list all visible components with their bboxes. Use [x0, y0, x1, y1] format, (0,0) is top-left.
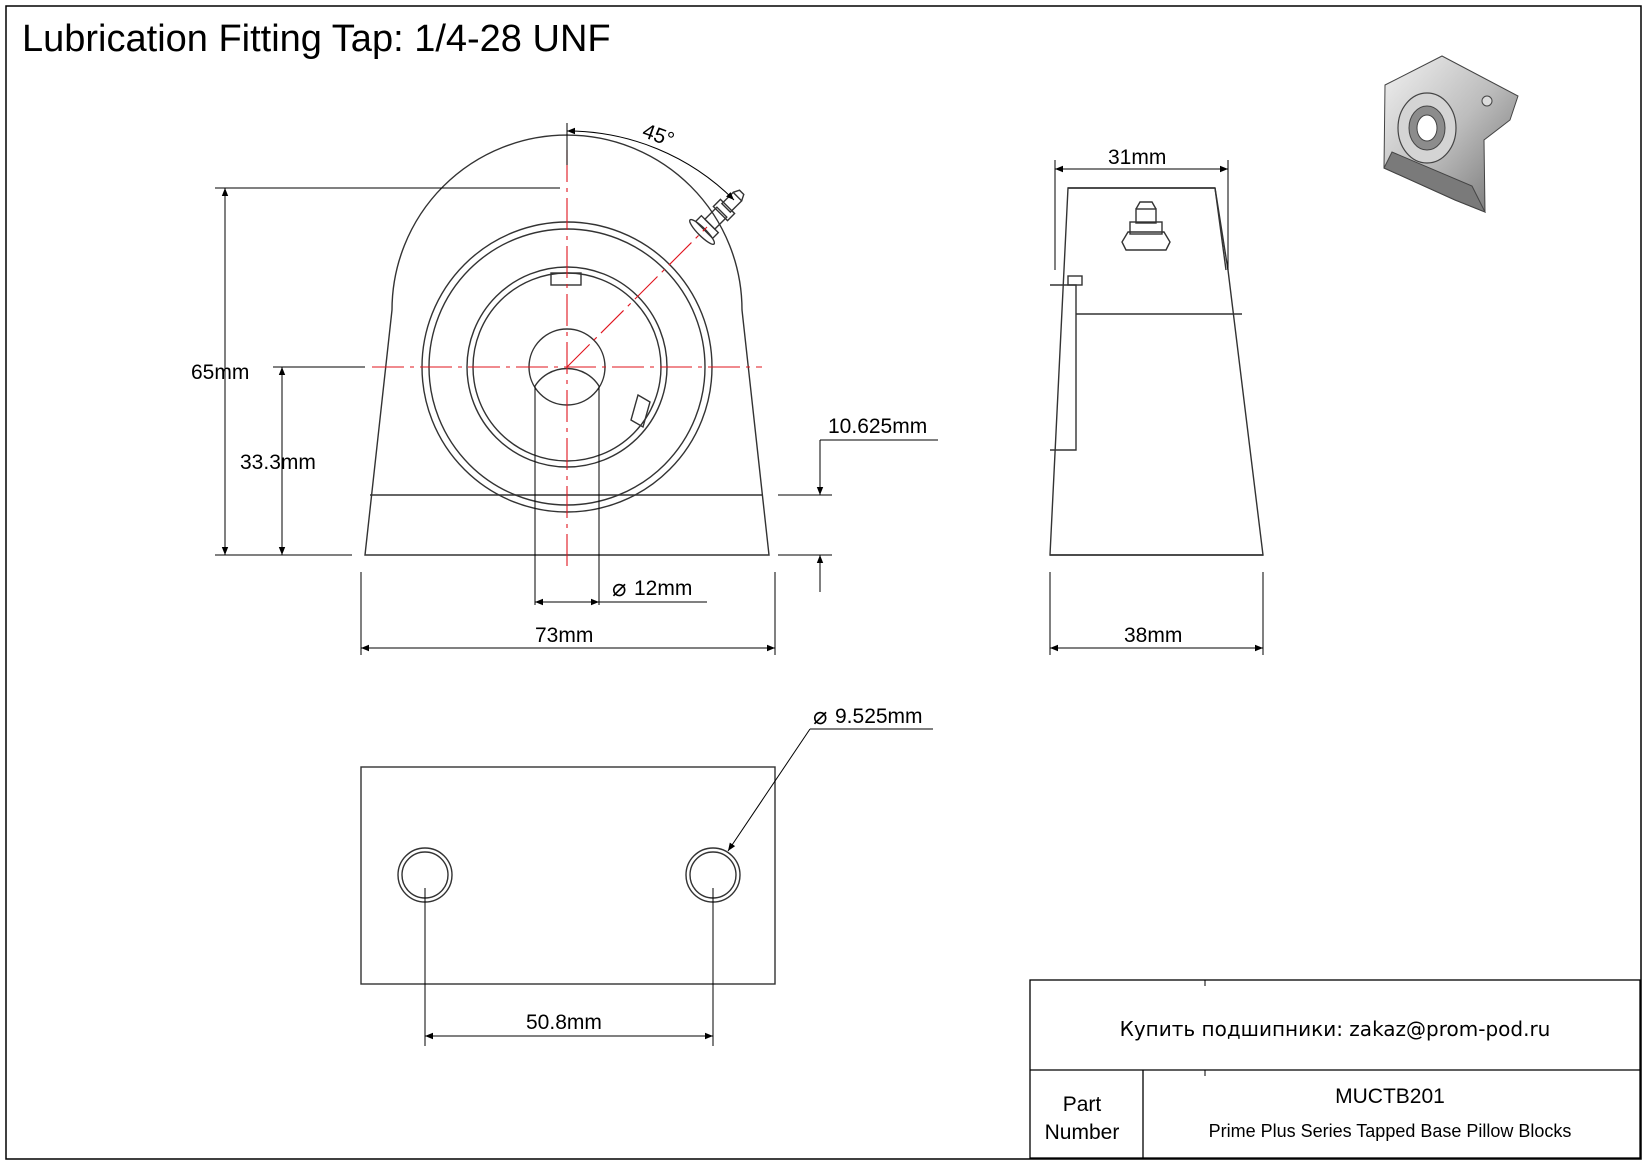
base-rectangle [360, 766, 776, 985]
title-block [1029, 979, 1641, 1159]
part-description: Prime Plus Series Tapped Base Pillow Blo… [1209, 1121, 1572, 1141]
contact-line: Купить подшипники: zakaz@prom-pod.ru [1120, 1017, 1551, 1041]
dim-side-bottom: 38mm [1124, 624, 1182, 647]
drawing-title: Lubrication Fitting Tap: 1/4-28 UNF [22, 18, 611, 60]
bottom-dimensions [424, 728, 933, 1046]
side-outline [1049, 187, 1264, 556]
dim-side-top: 31mm [1108, 146, 1166, 169]
sheet-border [5, 5, 1642, 1160]
part-number: MUCTB201 [1335, 1085, 1445, 1108]
side-grease-fitting [1121, 201, 1171, 251]
dim-base-thickness: 10.625mm [828, 415, 927, 438]
dim-bore: 12mm [634, 577, 692, 600]
dim-height-total: 65mm [191, 361, 249, 384]
dim-angle: 45° [639, 119, 677, 151]
diameter-symbol: ⌀ [612, 575, 626, 602]
front-dimensions [215, 123, 938, 655]
centerlines [372, 150, 762, 570]
dim-hole-spacing: 50.8mm [526, 1011, 602, 1034]
side-dimensions [1049, 160, 1264, 655]
front-dimension-labels: 45° 65mm 33.3mm 10.625mm ⌀ 12mm 73mm [191, 119, 927, 647]
dim-hole-dia: 9.525mm [835, 705, 923, 728]
part-label-line2: Number [1045, 1121, 1120, 1144]
diameter-symbol-2: ⌀ [813, 703, 827, 730]
side-view [1049, 187, 1264, 556]
dim-width-total: 73mm [535, 624, 593, 647]
part-label-line1: Part [1063, 1093, 1102, 1116]
isometric-preview [1383, 55, 1519, 213]
dim-height-center: 33.3mm [240, 451, 316, 474]
set-screw [550, 272, 582, 286]
